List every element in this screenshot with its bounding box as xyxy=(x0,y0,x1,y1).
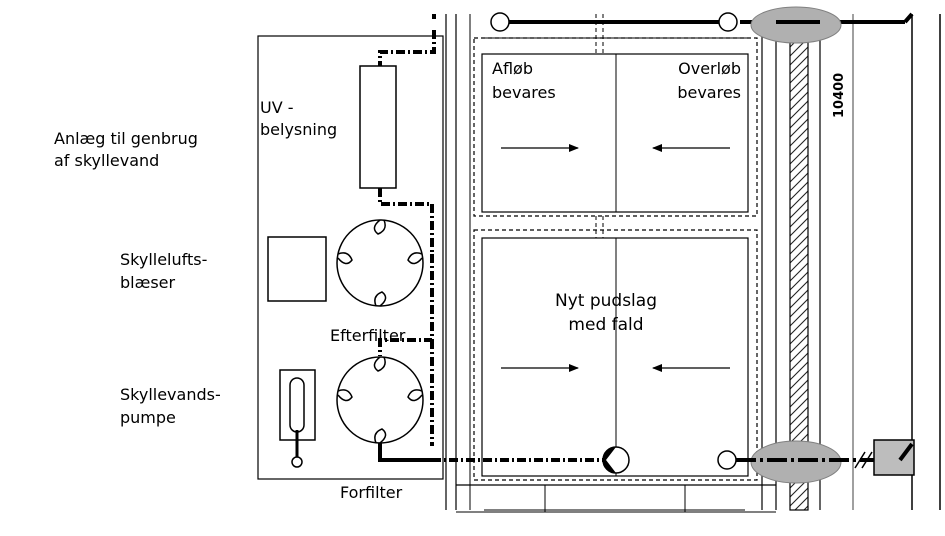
pump-label-line2: pumpe xyxy=(120,408,176,427)
blower-label-line1: Skyllelufts- xyxy=(120,250,207,269)
plant-label-line2: af skyllevand xyxy=(54,151,159,170)
outlet-box xyxy=(873,439,915,476)
pre-filter-label: Forfilter xyxy=(340,483,403,502)
pipe-sleeve xyxy=(750,440,842,484)
lower-room xyxy=(473,216,758,481)
drain-label-line2: bevares xyxy=(492,83,556,102)
blower-box xyxy=(267,236,327,302)
uv-label-line2: belysning xyxy=(260,120,337,139)
plant-enclosure xyxy=(257,35,444,480)
overflow-label-line2: bevares xyxy=(677,83,741,102)
blower-fan-icon xyxy=(336,219,424,307)
drain-icon xyxy=(718,12,738,32)
top-pipe xyxy=(490,6,914,44)
after-filter-label: Efterfilter xyxy=(330,326,406,345)
dimension-label: 10400 xyxy=(832,73,847,118)
plaster-label-line1: Nyt pudslag xyxy=(555,291,657,311)
upper-room xyxy=(473,14,758,217)
uv-label-line1: UV - xyxy=(260,98,294,117)
fall-arrows xyxy=(501,144,730,372)
outlet-pipe xyxy=(736,439,915,484)
hatched-wall-icon xyxy=(789,13,809,511)
drain-label-line1: Afløb xyxy=(492,59,533,78)
check-valve-icon xyxy=(602,446,630,474)
riser-pipe xyxy=(378,14,436,66)
plant-label-line1: Anlæg til genbrug xyxy=(54,129,198,148)
pump-label-line1: Skyllevands- xyxy=(120,385,221,404)
room-walls xyxy=(445,14,777,513)
blower-label-line2: blæser xyxy=(120,273,175,292)
pipe-sleeve xyxy=(750,6,842,44)
uv-lamp-icon xyxy=(359,65,397,189)
filter-fan-icon xyxy=(336,356,424,444)
plaster-label-line2: med fald xyxy=(568,315,643,335)
pump-icon xyxy=(279,369,316,468)
drain-icon xyxy=(490,12,510,32)
overflow-label-line1: Overløb xyxy=(678,59,741,78)
drain-icon xyxy=(717,450,737,470)
